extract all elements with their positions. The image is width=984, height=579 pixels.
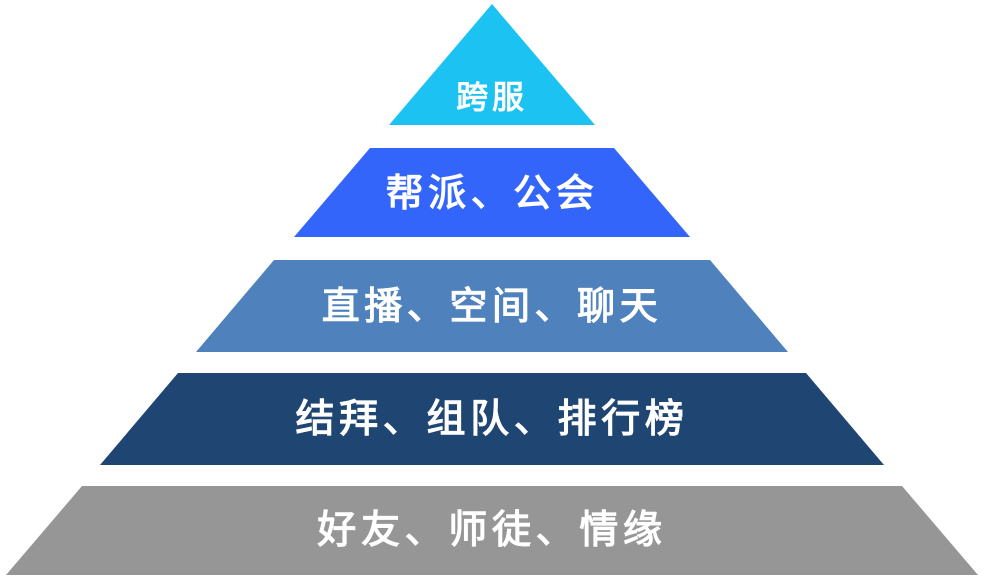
pyramid-level-top: 跨服: [389, 4, 595, 125]
pyramid-level-top-label: 跨服: [456, 78, 528, 116]
pyramid-level-2: 帮派、公会: [294, 148, 690, 237]
pyramid-level-3: 直播、空间、聊天: [196, 260, 788, 352]
pyramid-level-4-label: 结拜、组队、排行榜: [295, 396, 689, 442]
pyramid-level-3-label: 直播、空间、聊天: [321, 284, 663, 328]
pyramid-level-base-label: 好友、师徒、情缘: [317, 508, 667, 553]
pyramid-level-4: 结拜、组队、排行榜: [100, 373, 884, 465]
pyramid-level-base: 好友、师徒、情缘: [6, 486, 978, 575]
pyramid-level-2-label: 帮派、公会: [385, 170, 599, 215]
